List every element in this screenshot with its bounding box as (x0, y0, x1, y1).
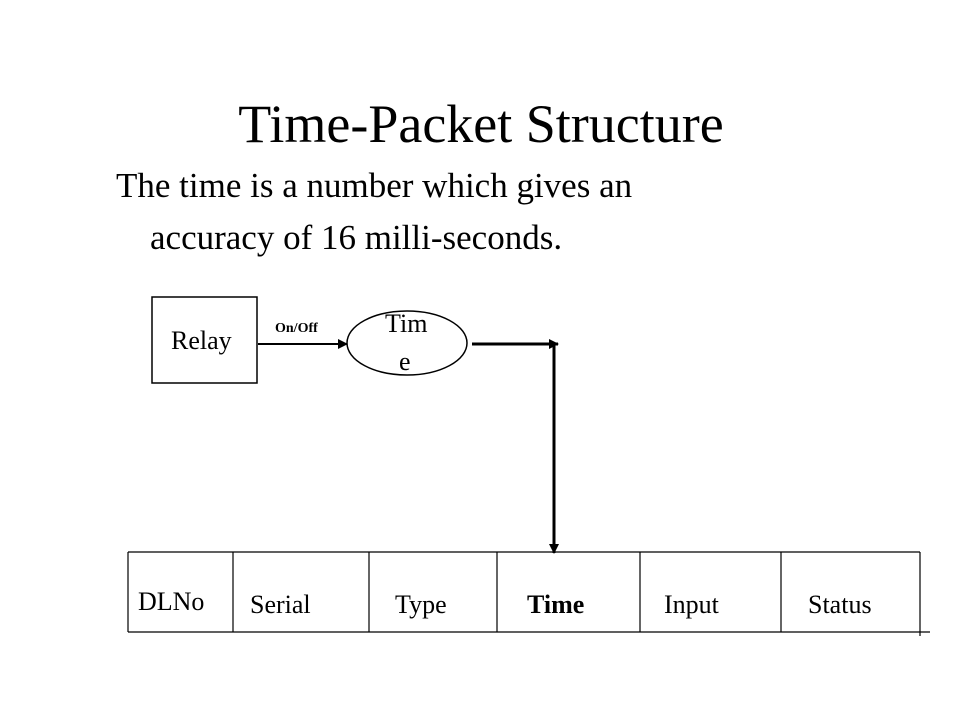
time-node-label-line-1: Tim (385, 309, 427, 338)
packet-field-input: Input (664, 590, 720, 619)
relay-box (151, 296, 258, 384)
packet-field-time: Time (527, 590, 584, 619)
time-node-label-line-2: e (399, 347, 411, 376)
packet-field-type: Type (395, 590, 447, 619)
relay-label: Relay (171, 326, 232, 355)
subtitle-line-2: accuracy of 16 milli-seconds. (150, 218, 563, 257)
time-node (346, 310, 468, 376)
packet-field-dlno: DLNo (138, 587, 204, 616)
packet-field-status: Status (808, 590, 872, 619)
slide-subtitle: The time is a number which gives an accu… (116, 160, 816, 264)
packet-table: DLNo Serial Type Time Input Status (127, 551, 930, 636)
slide-title: Time-Packet Structure (0, 92, 960, 156)
slide-title-text: Time-Packet Structure (238, 94, 724, 154)
on-off-label: On/Off (275, 321, 318, 336)
subtitle-line-1: The time is a number which gives an (116, 166, 633, 205)
packet-field-serial: Serial (250, 590, 311, 619)
